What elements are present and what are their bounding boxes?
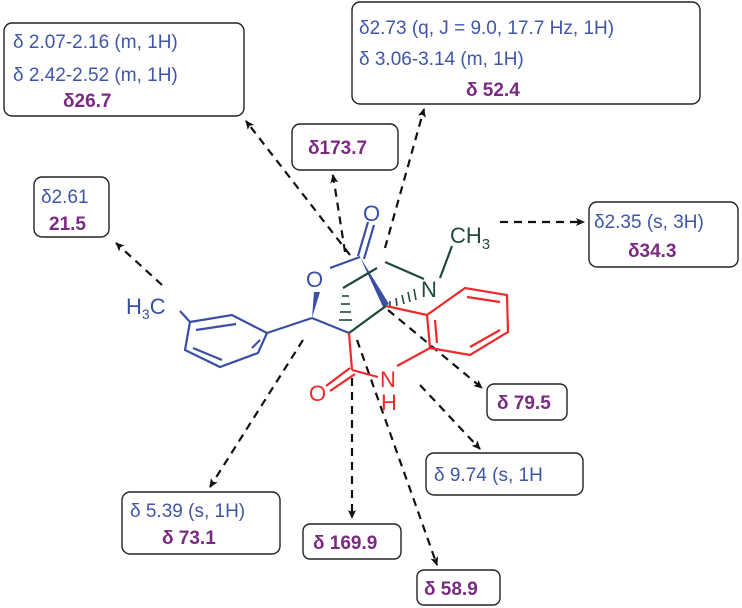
amide-oxygen: O xyxy=(309,381,326,406)
lactone-carbonyl-oxygen: O xyxy=(363,201,380,226)
svg-text:δ34.3: δ34.3 xyxy=(628,241,677,262)
svg-text:δ 58.9: δ 58.9 xyxy=(424,579,478,600)
svg-text:δ 3.06-3.14 (m, 1H): δ 3.06-3.14 (m, 1H) xyxy=(359,49,524,70)
svg-text:δ2.61: δ2.61 xyxy=(41,187,89,208)
svg-text:δ 52.4: δ 52.4 xyxy=(466,80,520,101)
bridge-wedge xyxy=(360,257,389,307)
amine-nitrogen: N xyxy=(421,277,437,302)
svg-text:δ 169.9: δ 169.9 xyxy=(313,533,377,554)
aryl-methyl-label: H3C xyxy=(126,294,166,322)
annotation-lactone-co: δ173.7 xyxy=(291,123,399,171)
svg-text:δ 73.1: δ 73.1 xyxy=(162,528,216,549)
annotation-spiro-c: δ 79.5 xyxy=(486,383,568,421)
ring-oxygen: O xyxy=(306,267,323,292)
arrow-nh xyxy=(419,384,481,450)
svg-text:δ 9.74 (s, 1H: δ 9.74 (s, 1H xyxy=(434,465,543,486)
svg-text:δ2.35 (s, 3H): δ2.35 (s, 3H) xyxy=(594,212,704,233)
annotation-aryl-ch3: δ2.61 21.5 xyxy=(33,176,110,238)
svg-text:δ173.7: δ173.7 xyxy=(308,138,367,159)
svg-text:δ 5.39 (s, 1H): δ 5.39 (s, 1H) xyxy=(130,501,245,522)
n-methyl-label: CH3 xyxy=(450,223,490,253)
tolyl-ring xyxy=(183,313,269,369)
svg-text:δ 79.5: δ 79.5 xyxy=(497,393,551,414)
arrow-aryl-ch3 xyxy=(115,242,163,286)
hashed-bond xyxy=(339,288,417,321)
annotation-ch2: δ 2.07-2.16 (m, 1H) δ 2.42-2.52 (m, 1H) … xyxy=(3,22,245,117)
arrow-ch2 xyxy=(245,120,351,256)
annotation-n-ch3: δ2.35 (s, 3H) δ34.3 xyxy=(588,201,739,268)
annotation-och: δ 5.39 (s, 1H) δ 73.1 xyxy=(121,491,281,555)
svg-text:δ 2.42-2.52 (m, 1H): δ 2.42-2.52 (m, 1H) xyxy=(13,65,178,86)
amide-nitrogen: N xyxy=(380,367,396,392)
annotation-nh: δ 9.74 (s, 1H xyxy=(425,452,584,496)
svg-text:21.5: 21.5 xyxy=(49,214,86,235)
annotation-nch2: δ2.73 (q, J = 9.0, 17.7 Hz, 1H) δ 3.06-3… xyxy=(351,1,701,105)
arrow-quat-c xyxy=(355,339,439,566)
arrow-nch2 xyxy=(383,108,426,249)
amide-hydrogen: H xyxy=(381,390,397,415)
annotation-quat-c: δ 58.9 xyxy=(416,569,501,606)
wedge-bond xyxy=(312,292,320,318)
svg-text:δ 2.07-2.16 (m, 1H): δ 2.07-2.16 (m, 1H) xyxy=(13,32,178,53)
arrow-och xyxy=(209,339,304,488)
svg-text:δ2.73 (q, J = 9.0, 17.7 Hz, 1H: δ2.73 (q, J = 9.0, 17.7 Hz, 1H) xyxy=(359,18,614,39)
svg-text:δ26.7: δ26.7 xyxy=(63,91,112,112)
molecule-structure: H3C O O N CH3 O N H xyxy=(126,201,510,415)
annotation-amide-co: δ 169.9 xyxy=(302,523,402,560)
